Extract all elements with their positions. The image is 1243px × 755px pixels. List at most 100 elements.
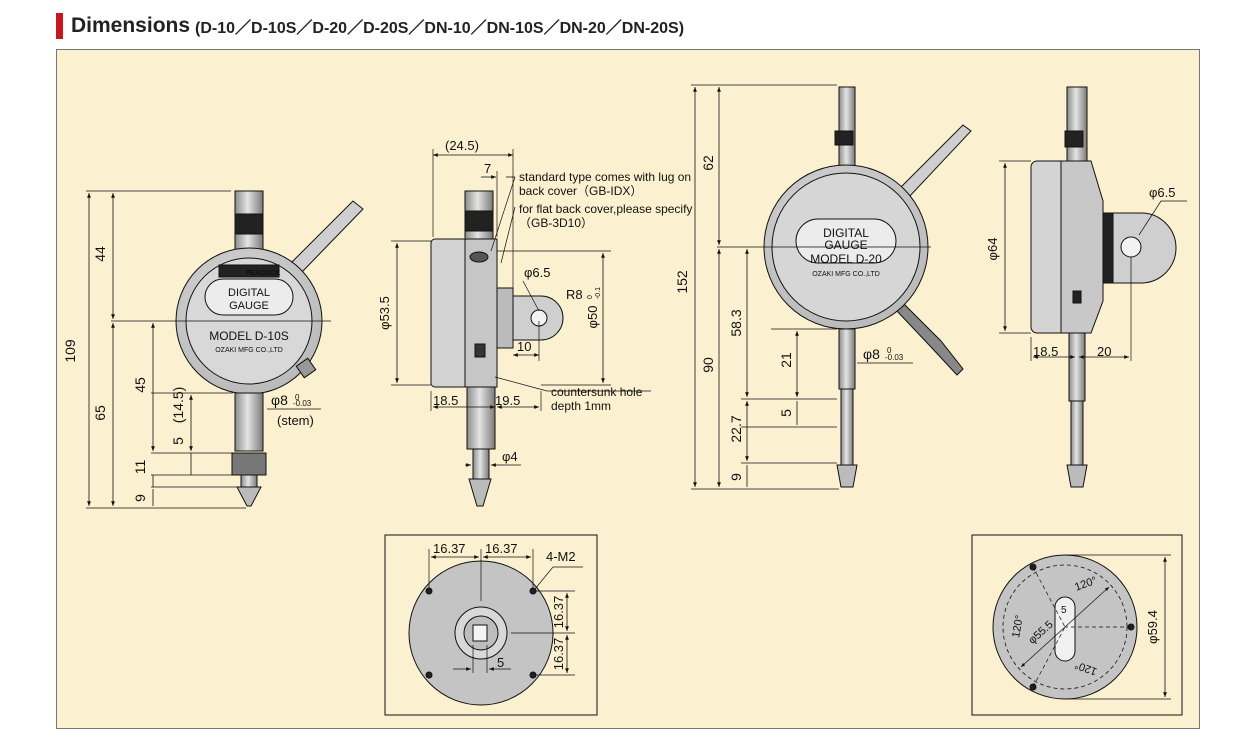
view-d20-side-labels: φ6.5 φ64 18.5 20 (985, 185, 1176, 359)
d20-stem-tol: -0.03 (885, 353, 904, 362)
side-tip (468, 478, 492, 507)
dim-d50-tol-top: 0 (587, 295, 594, 299)
view-d10s-labels: PEACOCK DIGITAL GAUGE MODEL D-10S OZAKI … (62, 246, 314, 502)
dim-90: 90 (700, 357, 716, 373)
d20-display (795, 218, 897, 264)
dim-d4: φ4 (502, 449, 518, 464)
stem-tol: -0.03 (293, 399, 312, 408)
note-flat-b: （GB-3D10） (519, 216, 593, 230)
d20-dial-line1: DIGITAL (823, 226, 869, 240)
dim-58-3: 58.3 (728, 309, 744, 336)
view-d20-front (691, 84, 972, 490)
dim-9b: 9 (728, 473, 744, 481)
side-stem (466, 386, 496, 450)
dim-16-37-c: 16.37 (551, 596, 566, 629)
countersunk-a: countersunk hole (551, 385, 643, 399)
view-back-large (971, 534, 1183, 716)
d20s-rod (1070, 400, 1084, 466)
view-d20-labels: DIGITAL GAUGE MODEL D-20 OZAKI MFG CO.,L… (674, 155, 904, 481)
dim-19-5: 19.5 (495, 393, 520, 408)
dim-4-m2: 4-M2 (546, 549, 576, 564)
section-header: Dimensions (D-10／D-10S／D-20／D-20S／DN-10／… (56, 12, 684, 40)
section-subtitle: (D-10／D-10S／D-20／D-20S／DN-10／DN-10S／DN-2… (195, 20, 685, 37)
dim-45: 45 (132, 377, 148, 393)
tip (236, 486, 262, 507)
d20s-dim-18-5: 18.5 (1033, 344, 1058, 359)
view-d10s-front (86, 190, 364, 509)
display-window (204, 278, 294, 316)
angle-120-b: 120° (1010, 614, 1026, 639)
d20s-dim-d64: φ64 (985, 238, 1000, 261)
dim-r8: R8 (566, 287, 583, 302)
dim-5: 5 (170, 437, 186, 445)
dim-14-5: (14.5) (170, 387, 186, 424)
dim-d6-5: φ6.5 (524, 265, 551, 280)
d20s-dim-d6-5: φ6.5 (1149, 185, 1176, 200)
dim-21: 21 (778, 352, 794, 368)
dim-109: 109 (62, 339, 78, 363)
dim-5d: 5 (1061, 605, 1067, 616)
dim-22-7: 22.7 (728, 415, 744, 442)
stem-tol-top: 0 (295, 393, 300, 402)
brand-label: PEACOCK (245, 270, 280, 277)
dial-line2: GAUGE (229, 300, 269, 312)
dim-10: 10 (517, 339, 531, 354)
d20s-spindle-cap (1064, 130, 1084, 148)
dim-16-37-d: 16.37 (551, 638, 566, 671)
accent-bar (56, 13, 63, 39)
d20s-lug-hole (1120, 236, 1142, 258)
screw-hole-3 (425, 671, 433, 679)
dim-d50: φ50 (585, 306, 600, 329)
tip-neck (240, 474, 258, 488)
dim-16-37-b: 16.37 (485, 541, 518, 556)
side-tip-neck (472, 448, 490, 480)
countersunk-b: depth 1mm (551, 399, 611, 413)
dim-65: 65 (92, 405, 108, 421)
dim-5c: 5 (497, 655, 504, 670)
d20-stem-diameter: φ8 (863, 346, 880, 362)
d20-bottom-lever (894, 300, 964, 376)
dim-11: 11 (132, 460, 148, 475)
dim-24-5: (24.5) (445, 138, 479, 153)
d20-maker: OZAKI MFG CO.,LTD (812, 271, 880, 278)
dim-d53-5: φ53.5 (377, 296, 392, 330)
d20-model: MODEL D-20 (810, 252, 882, 266)
section-title: Dimensions (71, 14, 191, 37)
d20s-button (1072, 290, 1082, 304)
dim-9: 9 (132, 494, 148, 502)
side-spindle-cap (464, 210, 494, 232)
view-side-lug (391, 149, 651, 507)
d20-dial-line2: GAUGE (824, 238, 867, 252)
view-d20-side (999, 86, 1187, 488)
dim-18-5: 18.5 (433, 393, 458, 408)
view-back-small-labels: 16.37 16.37 4-M2 16.37 16.37 5 (433, 541, 576, 670)
lever (290, 200, 364, 274)
view-back-small (384, 534, 598, 716)
side-knob (295, 357, 317, 379)
stem-note: (stem) (277, 413, 314, 428)
dimension-drawing: PEACOCK DIGITAL GAUGE MODEL D-10S OZAKI … (62, 84, 1187, 716)
dim-d50-tol: -0.1 (595, 287, 602, 299)
d20-stem-tol-top: 0 (887, 346, 892, 355)
stem-diameter: φ8 (271, 392, 288, 408)
d20-rod (840, 388, 854, 466)
note-standard-a: standard type comes with lug on (519, 170, 691, 184)
dim-7: 7 (484, 161, 491, 176)
back-slot (472, 624, 488, 642)
brand-plate (218, 264, 280, 278)
spindle-cap (234, 213, 264, 235)
dim-d59-4: φ59.4 (1145, 610, 1160, 644)
view-side-labels: (24.5) 7 standard type comes with lug on… (377, 138, 692, 464)
dim-44: 44 (92, 246, 108, 262)
d20-stem (838, 328, 856, 390)
dim-5b: 5 (778, 409, 794, 417)
lug-base (496, 287, 514, 349)
dim-62: 62 (700, 155, 716, 171)
dim-16-37-a: 16.37 (433, 541, 466, 556)
stem (234, 392, 264, 452)
d20-lever (898, 124, 972, 198)
model-label: MODEL D-10S (209, 329, 289, 343)
d20s-tip (1066, 464, 1088, 488)
dim-152: 152 (674, 270, 690, 294)
thread (231, 452, 267, 476)
